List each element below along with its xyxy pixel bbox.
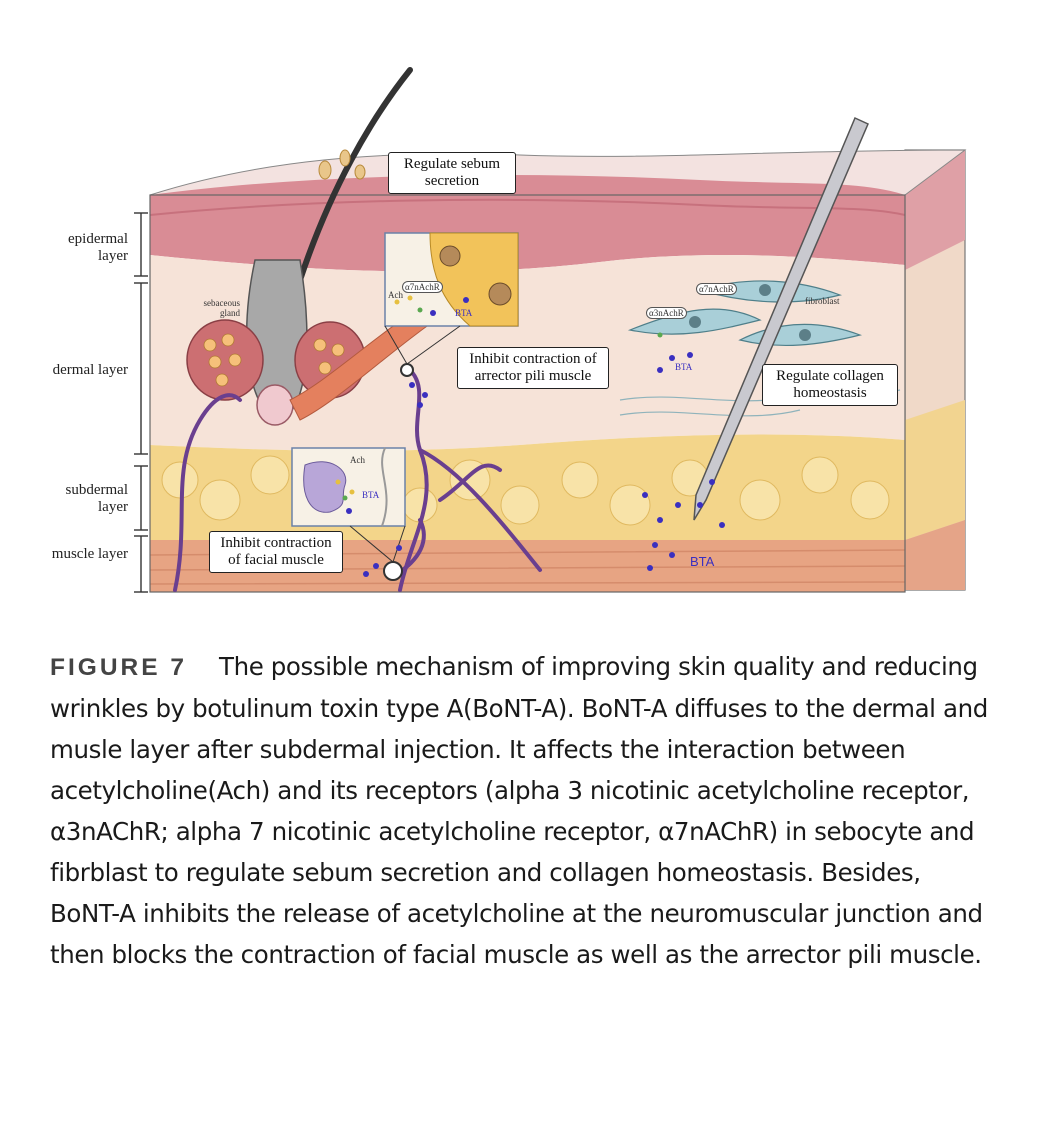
fibroblast-label: fibroblast <box>805 296 840 306</box>
bta-fibroblast-label: BTA <box>675 362 693 372</box>
caption-text: The possible mechanism of improving skin… <box>50 652 988 969</box>
muscle-layer-label: muscle layer <box>51 546 128 562</box>
bta-inset-label: BTA <box>362 490 380 500</box>
callout-inhibit-arrector-pili: Inhibit contraction of arrector pili mus… <box>457 347 609 389</box>
callout-regulate-collagen: Regulate collagen homeostasis <box>762 364 898 406</box>
callout-inhibit-facial-muscle: Inhibit contraction of facial muscle <box>209 531 343 573</box>
a7nachr-fibroblast-label: α7nAchR <box>696 283 737 295</box>
figure-number: FIGURE 7 <box>50 654 187 681</box>
ach-inset-label: Ach <box>350 455 365 465</box>
sebaceous-gland-label: sebaceous gland <box>203 298 240 318</box>
dermal-layer-label: dermal layer <box>52 362 128 378</box>
a3nachr-fibroblast-label: α3nAchR <box>646 307 687 319</box>
ach-sebocyte-label: Ach <box>388 290 403 300</box>
callout-regulate-sebum: Regulate sebum secretion <box>388 152 516 194</box>
bta-sebocyte-label: BTA <box>455 308 473 318</box>
skin-mechanism-figure: epidermal layer dermal layer subdermal l… <box>51 67 967 593</box>
epidermal-layer-label: epidermal layer <box>68 231 128 264</box>
a7nachr-sebocyte-label: α7nAchR <box>402 281 443 293</box>
skin-cross-section-illustration <box>134 67 967 593</box>
subdermal-layer-label: subdermal layer <box>65 482 128 515</box>
bta-needle-label: BTA <box>690 554 715 569</box>
